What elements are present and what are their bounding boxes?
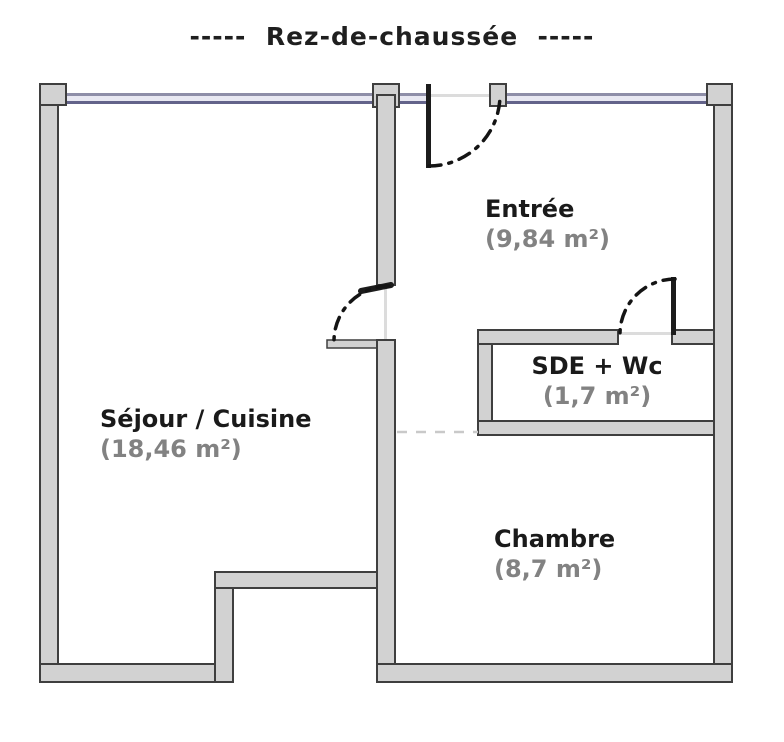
window-top-left xyxy=(66,93,430,104)
room-area: (18,46 m²) xyxy=(100,435,242,463)
room-area: (1,7 m²) xyxy=(542,382,652,410)
wall-sde-top-right xyxy=(671,329,715,345)
wall-notch-top xyxy=(214,571,396,589)
entry-door-swing-arc xyxy=(427,93,502,168)
wall-sde-bottom xyxy=(477,420,715,436)
window-top-right xyxy=(506,93,714,104)
room-label-chambre: Chambre (8,7 m²) xyxy=(494,524,615,584)
entry-door-threshold xyxy=(431,94,490,97)
wall-right-exterior xyxy=(713,83,733,683)
room-name: Chambre xyxy=(494,525,616,553)
room-area: (8,7 m²) xyxy=(494,555,603,583)
wall-corner-top-right xyxy=(706,83,733,106)
wall-interior-upper xyxy=(376,94,396,286)
wall-sde-top-left xyxy=(477,329,619,345)
floor-title: ----- Rez-de-chaussée ----- xyxy=(189,22,595,51)
sde-door-threshold xyxy=(618,332,672,335)
wall-bottom-left xyxy=(39,663,234,683)
wall-bottom-right xyxy=(376,663,733,683)
sde-door-swing-arc xyxy=(618,277,677,336)
walls xyxy=(39,83,733,683)
wall-corner-top-left xyxy=(39,83,67,106)
room-name: Entrée xyxy=(485,195,575,223)
interior-door-swing-arc xyxy=(332,284,391,343)
wall-left-exterior xyxy=(39,83,59,683)
wall-interior-lower xyxy=(376,339,396,665)
room-label-sejour-cuisine: Séjour / Cuisine (18,46 m²) xyxy=(100,404,311,464)
entry-door-leaf xyxy=(426,84,431,168)
room-area: (9,84 m²) xyxy=(485,225,611,253)
room-label-sde-wc: SDE + Wc (1,7 m²) xyxy=(486,351,708,411)
room-name: Séjour / Cuisine xyxy=(100,405,312,433)
interior-door-threshold xyxy=(384,285,387,340)
room-name: SDE + Wc xyxy=(531,352,663,380)
room-label-entree: Entrée (9,84 m²) xyxy=(485,194,610,254)
sde-door-leaf xyxy=(671,277,676,335)
